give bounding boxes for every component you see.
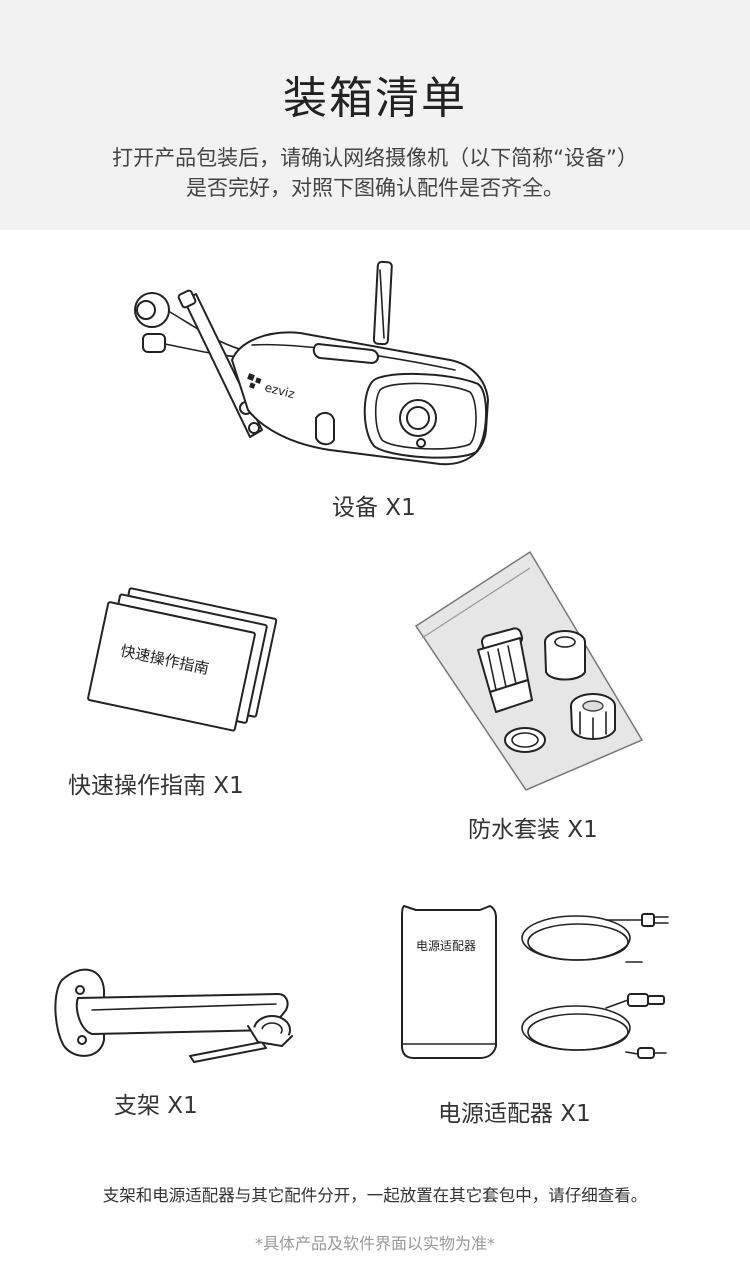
disclaimer-text: *具体产品及软件界面以实物为准* [254,1234,495,1253]
page-title: 装箱清单 [283,73,467,124]
camera-illustration: ezviz [134,260,489,466]
item-power-adapter: 电源适配器 电源适配器 X1 [380,890,750,1130]
power-adapter-illustration: 电源适配器 [401,905,669,1059]
caption-waterproof-kit: 防水套装 X1 [468,817,598,843]
item-quick-guide: 快速操作指南 快速操作指南 X1 [0,560,370,820]
adapter-label-text: 电源适配器 [416,939,476,953]
packing-note: 支架和电源适配器与其它配件分开，一起放置在其它套包中，请仔细查看。 [102,1186,648,1205]
caption-power-adapter: 电源适配器 X1 [438,1101,591,1127]
header-banner: 装箱清单 打开产品包装后，请确认网络摄像机（以下简称“设备”） 是否完好，对照下… [0,0,750,230]
bracket-illustration [54,968,293,1063]
item-bracket: 支架 X1 [0,950,370,1130]
caption-device: 设备 X1 [332,495,416,521]
item-waterproof-kit: 防水套装 X1 [380,540,750,850]
waterproof-kit-illustration [414,550,644,791]
intro-line-1: 打开产品包装后，请确认网络摄像机（以下简称“设备”） [112,146,638,170]
caption-quick-guide: 快速操作指南 X1 [68,773,244,799]
item-device: ezviz 设备 X1 [0,0,750,530]
ezviz-logo-icon [247,373,262,389]
quick-guide-illustration: 快速操作指南 [87,587,278,732]
intro-line-2: 是否完好，对照下图确认配件是否齐全。 [186,176,564,200]
intro-text: 打开产品包装后，请确认网络摄像机（以下简称“设备”） 是否完好，对照下图确认配件… [60,143,690,203]
caption-bracket: 支架 X1 [114,1093,198,1119]
